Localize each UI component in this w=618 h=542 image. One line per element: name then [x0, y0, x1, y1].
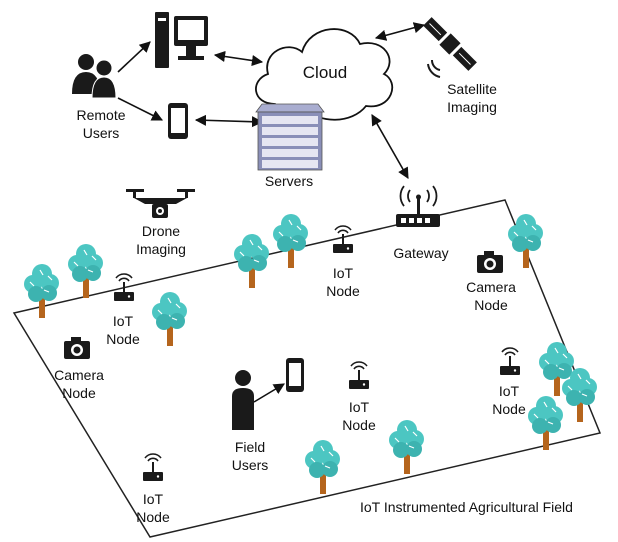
tree-icon — [388, 419, 425, 475]
arrow-cloud-gateway — [371, 114, 409, 179]
arrow-cloud-satellite — [374, 22, 426, 41]
remote-users-icon — [72, 54, 117, 99]
iot-node-label: IoT Node — [342, 399, 376, 433]
arrow-users-to-computer — [117, 41, 151, 73]
iot-node-icon — [499, 347, 521, 376]
desktop-computer-icon — [155, 12, 208, 68]
servers-label: Servers — [264, 173, 314, 189]
tree-icon — [233, 233, 270, 289]
camera-icon — [477, 251, 503, 273]
gateway-icon — [396, 185, 440, 227]
iot-node-label: IoT Node — [106, 313, 140, 347]
iot-node-label: IoT Node — [136, 491, 170, 525]
satellite-imaging-label: Satellite Imaging — [447, 81, 497, 115]
drone-icon — [126, 189, 195, 218]
camera-node-label: Camera Node — [466, 279, 516, 313]
camera-icon — [64, 337, 90, 359]
field-caption: IoT Instrumented Agricultural Field — [360, 499, 573, 515]
tree-icon — [304, 439, 341, 495]
tree-icon — [272, 213, 309, 269]
cloud-label: Cloud — [302, 63, 348, 82]
agricultural-field-boundary — [12, 199, 602, 538]
arrow-fieldusers-phone — [253, 383, 285, 403]
satellite-icon — [423, 17, 477, 71]
drone-imaging-label: Drone Imaging — [136, 223, 186, 257]
iot-node-icon — [142, 453, 164, 482]
gateway-label: Gateway — [393, 245, 449, 261]
satellite-signal-icon — [427, 59, 441, 78]
field-user-icon — [232, 370, 254, 430]
server-rack-icon — [255, 103, 325, 171]
tree-icon — [67, 243, 104, 299]
mobile-phone-icon — [286, 358, 304, 392]
tree-icon — [151, 291, 188, 347]
camera-node-label: Camera Node — [54, 367, 104, 401]
iot-node-icon — [113, 273, 135, 302]
iot-node-label: IoT Node — [326, 265, 360, 299]
iot-node-icon — [348, 361, 370, 390]
remote-users-label: Remote Users — [76, 107, 126, 141]
arrow-computer-cloud — [213, 50, 264, 67]
arrow-phone-cloud — [194, 114, 264, 128]
mobile-phone-icon — [168, 103, 188, 139]
arrow-users-to-phone — [117, 97, 164, 121]
field-users-label: Field Users — [231, 439, 269, 473]
iot-node-label: IoT Node — [492, 383, 526, 417]
